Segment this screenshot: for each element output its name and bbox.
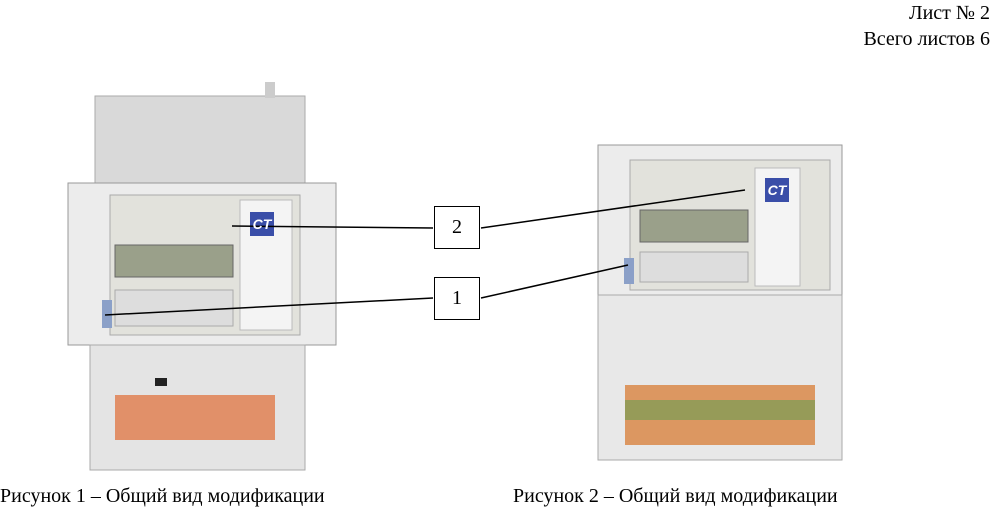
callout-lines <box>104 189 746 316</box>
total-sheets: Всего листов 6 <box>863 28 990 50</box>
device-2-photo <box>597 144 843 461</box>
logo-2: CT <box>767 182 787 198</box>
figure-1-caption: Рисунок 1 – Общий вид модификации <box>0 485 325 507</box>
figure-2-caption: Рисунок 2 – Общий вид модификации <box>513 485 838 507</box>
device-1-photo <box>67 82 337 471</box>
logo-1: CT <box>252 216 272 232</box>
sheet-number: Лист № 2 <box>909 2 990 24</box>
callout-1: 1 <box>434 277 480 320</box>
callout-2: 2 <box>434 206 480 249</box>
